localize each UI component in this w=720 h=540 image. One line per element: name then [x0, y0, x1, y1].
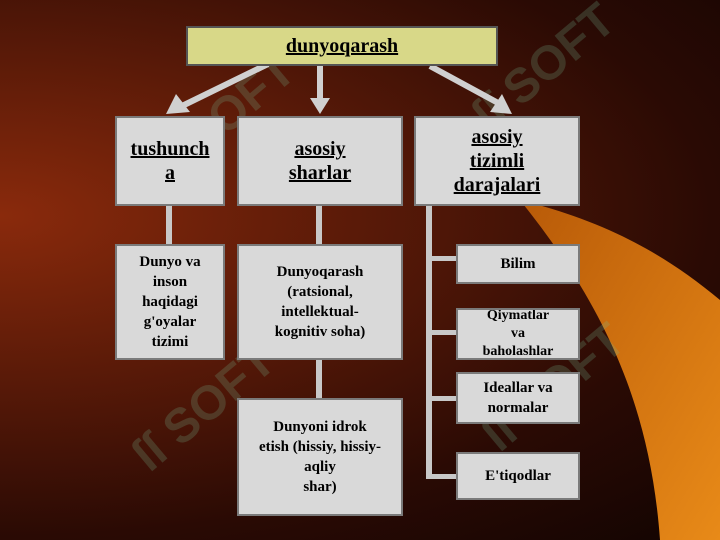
box-bilim: Bilim: [456, 244, 580, 284]
connector-line: [426, 256, 456, 261]
box-ideallar-text: Ideallar va normalar: [483, 380, 553, 416]
box-dunyo-va-inson-text: Dunyo va inson haqidagi g'oyalar tizimi: [139, 254, 201, 350]
box-dunyo-va-inson: Dunyo va inson haqidagi g'oyalar tizimi: [115, 244, 225, 360]
box-etiqodlar-text: E'tiqodlar: [485, 468, 551, 484]
connector-line: [316, 206, 322, 244]
title-text: dunyoqarash: [285, 35, 399, 57]
connector-line: [426, 396, 456, 401]
box-ideallar: Ideallar va normalar: [456, 372, 580, 424]
connector-line: [166, 206, 172, 244]
box-dunyoni-idrok: Dunyoni idrok etish (hissiy, hissiy- aql…: [237, 398, 403, 516]
connector-line: [426, 330, 456, 335]
box-qiymatlar: Qiymatlar va baholashlar: [456, 308, 580, 360]
diagram-title: dunyoqarash: [186, 26, 498, 66]
connector-line: [316, 358, 322, 398]
box-bilim-text: Bilim: [500, 256, 536, 272]
box-qiymatlar-text: Qiymatlar va baholashlar: [482, 308, 554, 359]
box-etiqodlar: E'tiqodlar: [456, 452, 580, 500]
box-dunyoni-idrok-text: Dunyoni idrok etish (hissiy, hissiy- aql…: [258, 419, 382, 495]
box-dunyoqarash-ratsional: Dunyoqarash (ratsional, intellektual- ko…: [237, 244, 403, 360]
connector-line: [426, 206, 432, 478]
box-dunyoqarash-ratsional-text: Dunyoqarash (ratsional, intellektual- ko…: [274, 264, 366, 340]
connector-line: [426, 474, 456, 479]
